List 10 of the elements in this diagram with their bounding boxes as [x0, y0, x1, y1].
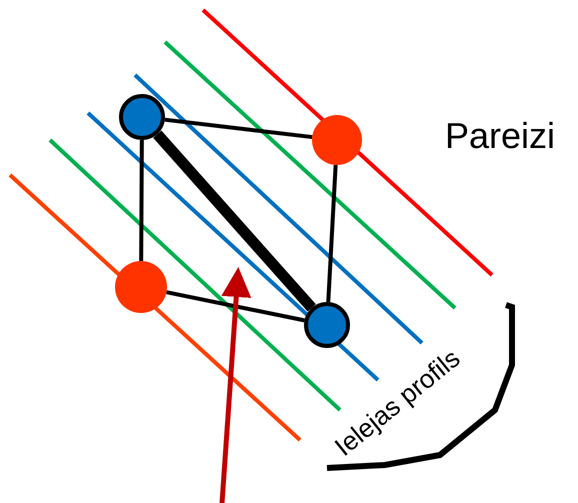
point-circle	[119, 94, 165, 140]
connector-line	[166, 290, 305, 322]
point-circle	[312, 115, 362, 165]
text-label: Pareizi	[445, 118, 556, 154]
connector-line	[164, 118, 312, 140]
connector-line	[153, 130, 316, 312]
point-circle	[115, 261, 167, 313]
connector-line	[139, 140, 144, 261]
connector-line	[326, 164, 338, 302]
point-circle	[304, 302, 350, 348]
